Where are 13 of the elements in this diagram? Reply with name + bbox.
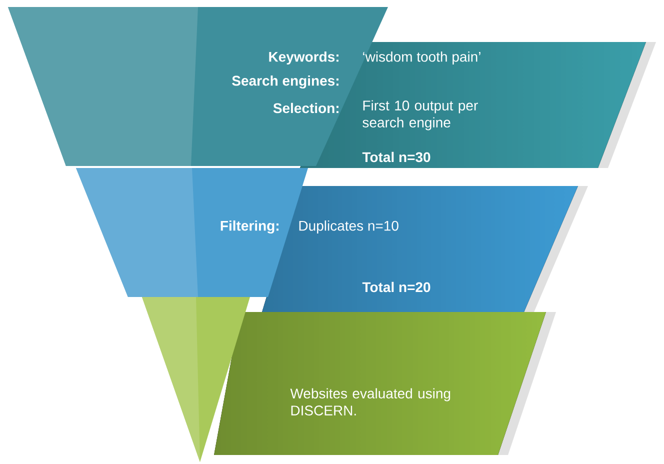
field-label: Filtering: <box>220 220 278 234</box>
funnel-stage <box>8 7 656 168</box>
field-value: First 10 output per search engine <box>362 100 478 130</box>
field-label: Selection: <box>273 102 338 114</box>
total-count: Total n=20 <box>362 282 430 292</box>
funnel-stage <box>76 168 588 312</box>
field-value: ‘wisdom tooth pain’ <box>363 51 480 65</box>
funnel-stage <box>142 297 556 462</box>
field-label: Keywords: <box>269 51 338 65</box>
total-count: Total n=30 <box>362 152 430 162</box>
field-label: Search engines: <box>232 75 338 89</box>
result-text: Websites evaluated using DISCERN. <box>290 388 450 416</box>
field-value: Duplicates n=10 <box>299 220 398 234</box>
